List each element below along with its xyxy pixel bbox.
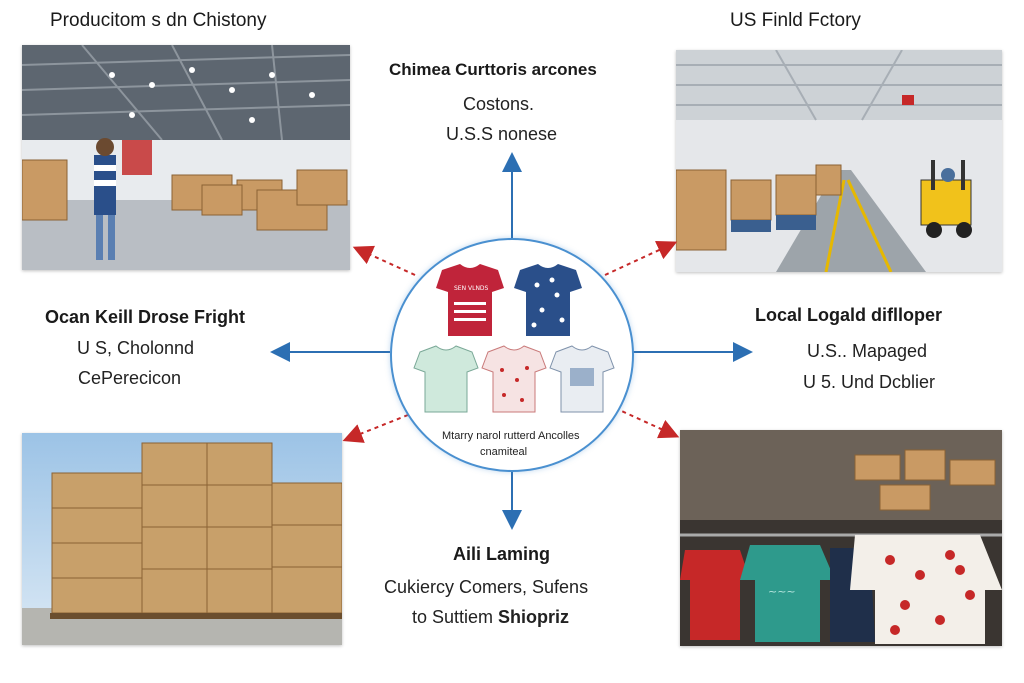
- left-center-heading: Ocan Keill Drose Fright: [45, 307, 246, 327]
- cargo-boxes-photo: [22, 433, 342, 645]
- left-center-line-2: CePerecicon: [78, 368, 182, 388]
- center-product-circle: SEN VLNDS Mtarry narol rutterd Ancolles: [390, 238, 634, 472]
- blue-tshirt-icon: [514, 264, 582, 336]
- right-center-heading: Local Logald diflloper: [755, 305, 943, 325]
- bottom-center-line-2-text: to Suttiem: [412, 607, 499, 627]
- top-right-title: US Finld Fctory: [730, 10, 861, 31]
- bottom-center-heading: Aili Laming: [453, 544, 551, 564]
- mint-tshirt-icon: [413, 345, 479, 413]
- right-center-line-2: U 5. Und Dcblier: [803, 372, 936, 392]
- svg-text:~~~: ~~~: [768, 585, 796, 598]
- production-warehouse-photo: [22, 45, 350, 270]
- us-factory-photo: [676, 50, 1002, 272]
- bottom-center-line-2: to Suttiem Shiopriz: [412, 607, 569, 628]
- left-center-line-1: U S, Cholonnd: [77, 338, 195, 358]
- center-caption-line-2: cnamiteal: [480, 446, 528, 458]
- arrow-lower-left: [342, 414, 409, 443]
- grey-tshirt-icon: [549, 345, 615, 413]
- right-center-line-1: U.S.. Mapaged: [807, 341, 928, 361]
- arrow-lower-right: [614, 407, 680, 439]
- retail-store-photo: ~~~: [680, 430, 1002, 646]
- top-center-line-2: U.S.S nonese: [446, 124, 558, 144]
- top-center-line-1: Costons.: [463, 94, 535, 114]
- top-left-title: Producitom s dn Chistony: [50, 10, 267, 31]
- red-tshirt-icon: SEN VLNDS: [436, 264, 504, 336]
- center-caption-line-1: Mtarry narol rutterd Ancolles: [442, 430, 580, 442]
- shirt-print-text: SEN VLNDS: [454, 285, 489, 292]
- arrow-upper-right: [604, 240, 678, 276]
- bottom-center-line-2-bold: Shiopriz: [498, 607, 570, 627]
- top-center-heading: Chimea Curttoris arcones: [389, 60, 597, 79]
- arrow-upper-left: [352, 245, 416, 276]
- patterned-tshirt-icon: [481, 345, 547, 413]
- bottom-center-line-1: Cukiercy Comers, Sufens: [384, 577, 589, 597]
